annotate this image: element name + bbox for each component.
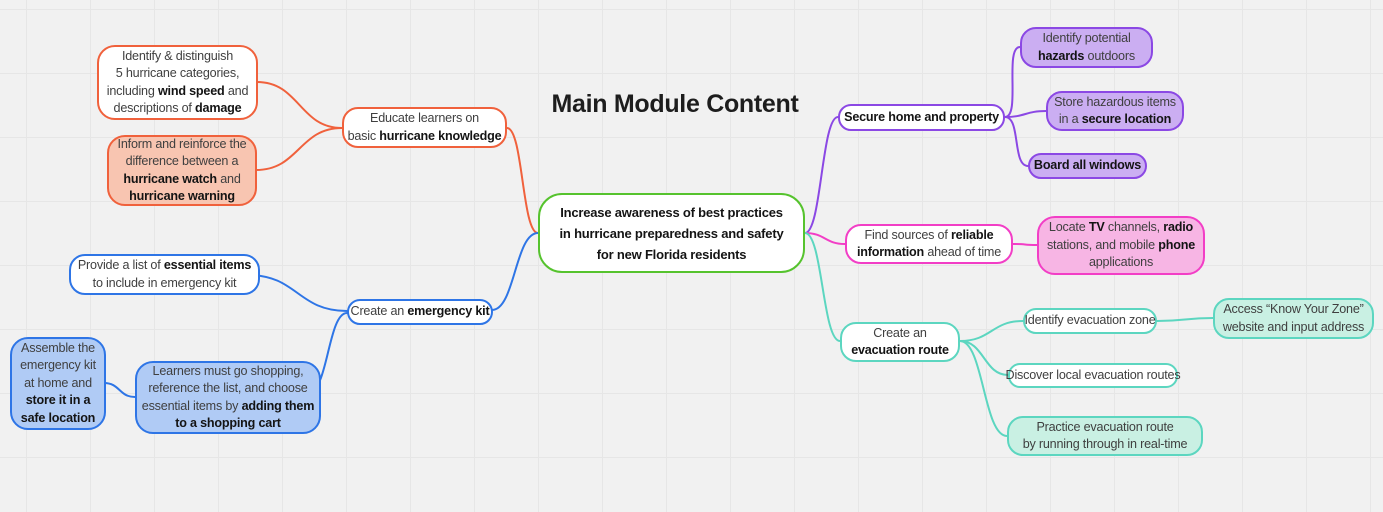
node-hurricane-knowledge[interactable]: Educate learners on basic hurricane knowl… — [342, 107, 507, 148]
node-watch-vs-warning[interactable]: Inform and reinforce the difference betwe… — [107, 135, 257, 206]
connector-orange — [506, 127, 539, 234]
connector-teal — [1156, 317, 1214, 322]
node-hurricane-categories[interactable]: Identify & distinguish 5 hurricane catego… — [97, 45, 258, 120]
node-know-your-zone[interactable]: Access “Know Your Zone” website and input… — [1213, 298, 1374, 339]
connector-purple — [1004, 116, 1029, 167]
node-text-line: evacuation route — [851, 343, 949, 357]
node-info-sources[interactable]: Locate TV channels, radio stations, and m… — [1037, 216, 1205, 275]
node-text-line: store it in a — [25, 393, 91, 408]
connector-purple — [1004, 46, 1021, 118]
node-text-line: Locate TV channels, radio — [1048, 220, 1194, 235]
node-text-line: Inform and reinforce the — [117, 136, 247, 151]
connector-pink — [804, 232, 846, 245]
node-text-line: at home and — [24, 375, 92, 390]
node-evacuation-zone[interactable]: Identify evacuation zone — [1023, 308, 1157, 334]
connector-orange — [256, 81, 343, 129]
node-text-line: hazards outdoors — [1038, 48, 1135, 63]
node-text-line: applications — [1088, 255, 1154, 270]
node-text-line: Assemble the — [21, 340, 95, 355]
node-text-line: Store hazardous items — [1054, 94, 1176, 109]
connector-teal — [959, 320, 1024, 342]
node-text-line: information ahead of time — [856, 245, 1002, 259]
node-text-line: hurricane watch and — [123, 171, 241, 186]
node-text-line: Access “Know Your Zone” — [1223, 302, 1364, 316]
node-text-line: Increase awareness of best practices — [560, 204, 783, 220]
node-assemble-kit[interactable]: Assemble the emergency kit at home and stor… — [10, 337, 106, 430]
node-text-line: Provide a list of essential items — [77, 258, 252, 272]
node-shopping-cart[interactable]: Learners must go shopping, reference the … — [135, 361, 321, 434]
node-text-line: Find sources of reliable — [864, 227, 994, 242]
node-text-line: Identify potential — [1042, 31, 1131, 45]
node-local-routes[interactable]: Discover local evacuation routes — [1005, 363, 1181, 388]
connector-teal — [959, 340, 1009, 376]
node-text-line: Create an — [873, 325, 927, 340]
connector-teal — [959, 340, 1008, 437]
node-text-line: website and input address — [1222, 319, 1365, 334]
node-text-line: by running through in real-time — [1022, 437, 1188, 451]
node-text-line: Create an emergency kit — [350, 304, 490, 319]
node-text-line: descriptions of damage — [113, 101, 242, 115]
node-emergency-kit[interactable]: Create an emergency kit — [347, 299, 493, 325]
node-reliable-info[interactable]: Find sources of reliable information ahea… — [845, 224, 1013, 264]
node-text-line: Secure home and property — [844, 109, 999, 124]
node-board-windows[interactable]: Board all windows — [1028, 153, 1147, 179]
node-hazards-outdoors[interactable]: Identify potential hazards outdoors — [1020, 27, 1153, 68]
node-text-line: essential items by adding them — [141, 398, 315, 413]
node-text-line: safe location — [20, 410, 96, 425]
node-text-line: Identify & distinguish — [121, 48, 234, 63]
node-practice-route[interactable]: Practice evacuation route by running thro… — [1007, 416, 1203, 456]
connector-blue — [491, 232, 539, 311]
node-text-line: 5 hurricane categories, — [115, 66, 240, 80]
node-text-line: for new Florida residents — [596, 246, 747, 262]
diagram-title[interactable]: Main Module Content — [551, 90, 799, 118]
node-text-line: Educate learners on — [370, 111, 479, 125]
connector-blue — [103, 382, 136, 398]
node-text-line: reference the list, and choose — [148, 381, 308, 395]
connector-orange — [255, 127, 343, 171]
node-text-line: to include in emergency kit — [92, 275, 237, 290]
node-text-line: to a shopping cart — [175, 416, 281, 430]
node-evacuation-route[interactable]: Create an evacuation route — [840, 322, 960, 362]
connector-pink — [1012, 243, 1038, 246]
connector-purple — [804, 116, 839, 234]
node-text-line: emergency kit — [20, 358, 96, 373]
connector-blue — [247, 274, 348, 312]
node-text-line: Practice evacuation route — [1036, 419, 1174, 434]
node-text-line: Board all windows — [1033, 158, 1142, 173]
node-central[interactable]: Increase awareness of best practices in h… — [538, 193, 805, 273]
node-secure-home[interactable]: Secure home and property — [838, 104, 1005, 131]
node-store-hazardous[interactable]: Store hazardous items in a secure locatio… — [1046, 91, 1184, 131]
connector-purple — [1004, 110, 1047, 118]
node-text-line: basic hurricane knowledge — [347, 128, 502, 143]
node-text-line: in hurricane preparedness and safety — [559, 225, 784, 241]
node-text-line: Learners must go shopping, — [152, 363, 304, 378]
node-text-line: Identify evacuation zone — [1024, 313, 1156, 328]
node-essential-items-list[interactable]: Provide a list of essential items to incl… — [69, 254, 260, 295]
node-text-line: hurricane warning — [129, 189, 235, 203]
node-text-line: Discover local evacuation routes — [1005, 367, 1181, 382]
node-text-line: difference between a — [125, 154, 239, 168]
node-text-line: in a secure location — [1058, 112, 1172, 126]
node-text-line: stations, and mobile phone — [1046, 237, 1196, 252]
connector-teal — [804, 232, 841, 342]
node-text-line: including wind speed and — [106, 83, 249, 98]
